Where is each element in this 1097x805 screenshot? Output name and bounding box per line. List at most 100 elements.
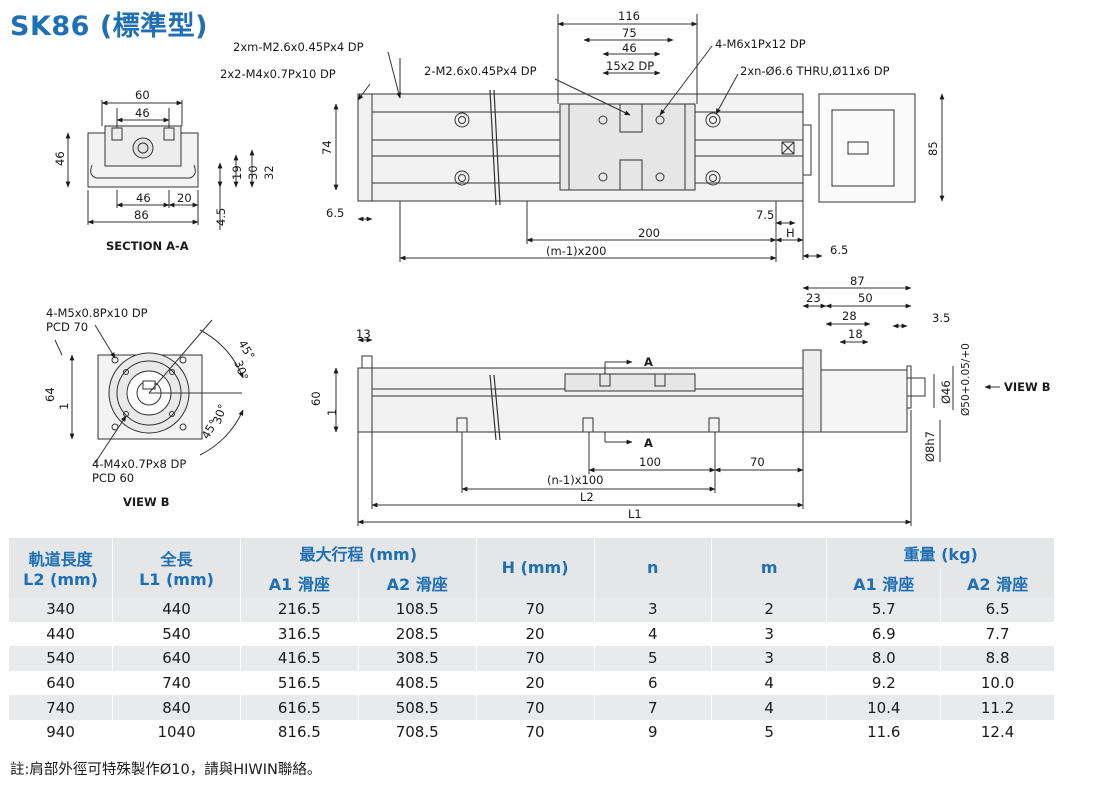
table-cell: 416.5 [239, 646, 359, 671]
table-cell: 9 [593, 719, 712, 745]
dim-label: 46 [53, 151, 67, 166]
table-cell: 408.5 [357, 670, 477, 696]
table-row: 740 840 616.5 508.5 70 7 4 10.4 11.2 [7, 695, 1054, 720]
dim-label: 87 [850, 274, 865, 288]
table-cell: 640 [7, 670, 113, 696]
table-row: 940 1040 816.5 708.5 70 9 5 11.6 12.4 [7, 719, 1054, 745]
dim-label: 46 [622, 41, 637, 55]
dim-label: 6.5 [326, 206, 344, 220]
table-cell: 9.2 [826, 670, 941, 696]
callout-label: 2xn-Ø6.6 THRU,Ø11x6 DP [740, 64, 890, 78]
callout-label: 2xm-M2.6x0.45Px4 DP [233, 40, 364, 54]
table-cell: 208.5 [357, 621, 477, 647]
dim-label: 7.5 [756, 208, 774, 222]
dim-label: 20 [177, 191, 192, 205]
dim-label: 116 [618, 9, 640, 23]
header-unit: L2 (mm) [23, 570, 98, 589]
dim-label: 45° [235, 338, 257, 363]
table-cell: 10.0 [940, 670, 1054, 696]
dim-label: 3.5 [932, 311, 950, 325]
dim-label: 13 [356, 327, 371, 341]
header-label: 全長 [160, 550, 193, 569]
section-a-a-caption: SECTION A-A [106, 239, 189, 253]
dim-label: 60 [309, 391, 323, 406]
table-cell: 516.5 [239, 670, 359, 696]
section-marker-label: A [644, 355, 653, 369]
callout-label: PCD 60 [92, 471, 134, 485]
header-weight-a2: A2 滑座 [940, 568, 1054, 597]
header-unit: L1 (mm) [139, 570, 214, 589]
table-row: 640 740 516.5 408.5 20 6 4 9.2 10.0 [7, 670, 1054, 696]
dim-label: 46 [135, 106, 150, 120]
table-cell: 5 [710, 719, 827, 745]
table-row: 340 440 216.5 108.5 70 3 2 5.7 6.5 [7, 597, 1054, 622]
header-label: 軌道長度 [28, 550, 93, 569]
dim-label: 28 [842, 309, 857, 323]
table-cell: 2 [710, 597, 827, 622]
dim-label: 100 [639, 455, 661, 469]
table-cell: 340 [7, 597, 113, 622]
top-view [333, 14, 945, 262]
table-cell: 12.4 [940, 719, 1054, 745]
dim-label: 15x2 DP [606, 59, 654, 73]
table-cell: 840 [112, 695, 241, 720]
dim-label: 85 [926, 141, 940, 156]
dim-label: 46 [136, 191, 151, 205]
table-cell: 11.6 [826, 719, 941, 745]
table-cell: 708.5 [357, 719, 477, 745]
callout-label: 4-M6x1Px12 DP [715, 37, 806, 51]
table-cell: 316.5 [239, 621, 359, 647]
section-marker-label: A [644, 436, 653, 450]
dim-label: Ø8h7 [923, 431, 937, 462]
dim-label: 30° [210, 402, 230, 426]
technical-drawing: 60 46 46 20 86 46 19 30 32 4.5 SECTION A… [43, 9, 1051, 526]
callout-label: 2x2-M4x0.7Px10 DP [220, 67, 336, 81]
dim-label: 1 [325, 409, 339, 416]
table-cell: 4 [710, 695, 827, 720]
table-cell: 10.4 [826, 695, 941, 720]
dim-label: 64 [43, 387, 57, 402]
table-cell: 3 [710, 621, 827, 647]
table-cell: 20 [475, 621, 595, 647]
dim-label: 60 [135, 88, 150, 102]
table-cell: 70 [475, 695, 595, 720]
callout-label: 4-M5x0.8Px10 DP [46, 306, 148, 320]
dim-label: 74 [320, 140, 334, 155]
table-cell: 308.5 [357, 646, 477, 671]
table-cell: 740 [112, 670, 241, 696]
table-row: 440 540 316.5 208.5 20 4 3 6.9 7.7 [7, 621, 1054, 647]
dim-label: 30° [231, 358, 251, 382]
callout-label: PCD 70 [46, 320, 88, 334]
table-cell: 640 [112, 646, 241, 671]
dim-label: 1 [57, 403, 71, 410]
table-cell: 5.7 [826, 597, 941, 622]
dim-label: L1 [628, 507, 642, 521]
header-max-stroke: 最大行程 (mm) [239, 538, 477, 568]
table-cell: 440 [112, 597, 241, 622]
dim-label: (n-1)x100 [547, 473, 603, 487]
dim-label: 18 [848, 327, 863, 341]
dim-label: 86 [134, 208, 149, 222]
header-n: n [593, 538, 712, 597]
table-cell: 616.5 [239, 695, 359, 720]
view-b-marker: VIEW B [1004, 380, 1051, 394]
top-view-labels: 2xm-M2.6x0.45Px4 DP 2x2-M4x0.7Px10 DP 2-… [220, 9, 940, 258]
table-cell: 70 [475, 646, 595, 671]
page-title: SK86 (標準型) [10, 11, 209, 42]
header-h: H (mm) [475, 538, 595, 597]
dim-label: 50 [858, 291, 873, 305]
table-cell: 216.5 [239, 597, 359, 622]
spec-table: 軌道長度 L2 (mm) 全長 L1 (mm) 最大行程 (mm) H (mm)… [7, 538, 1054, 745]
table-cell: 816.5 [239, 719, 359, 745]
view-b [54, 319, 244, 464]
table-cell: 70 [475, 597, 595, 622]
side-view [333, 285, 1000, 526]
table-cell: 11.2 [940, 695, 1054, 720]
table-cell: 8.8 [940, 646, 1054, 671]
dim-label: Ø46 [939, 380, 953, 404]
dim-label: 30 [246, 165, 260, 180]
table-cell: 7.7 [940, 621, 1054, 647]
table-cell: 108.5 [357, 597, 477, 622]
table-cell: 940 [7, 719, 113, 745]
dim-label: 23 [806, 291, 821, 305]
